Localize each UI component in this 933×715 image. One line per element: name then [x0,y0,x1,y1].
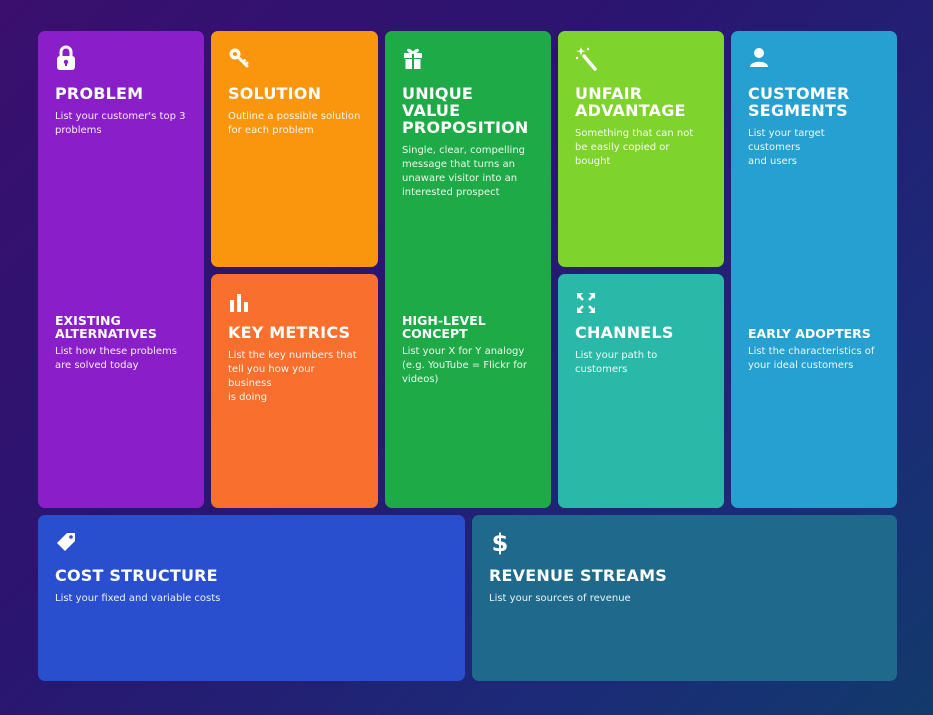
customer-segments-description: List your target customers and users [748,128,825,167]
cost-structure-description: List your fixed and variable costs [55,593,221,604]
key-icon [229,48,249,68]
channels-description: List your path to customers [575,350,658,375]
unique-value-proposition-block: UNIQUE VALUE PROPOSITION Single, clear, … [385,31,551,508]
cost-structure-title: COST STRUCTURE [55,566,218,585]
cost-structure-block: COST STRUCTURE List your fixed and varia… [38,515,465,681]
problem-block: PROBLEM List your customer's top 3 probl… [38,31,204,508]
key-metrics-description: List the key numbers that tell you how y… [228,350,357,403]
channels-block: CHANNELS List your path to customers [558,274,724,508]
high-level-concept-title: HIGH-LEVEL CONCEPT [402,313,486,341]
bar-chart-icon [230,294,248,312]
solution-block: SOLUTION Outline a possible solution for… [211,31,378,267]
lock-icon [57,45,75,70]
expand-arrows-icon [577,293,595,313]
solution-description: Outline a possible solution for each pro… [228,111,361,136]
high-level-concept-description: List your X for Y analogy (e.g. YouTube … [402,346,527,385]
user-icon [750,48,768,67]
uvp-title: UNIQUE VALUE PROPOSITION [402,84,529,137]
key-metrics-title: KEY METRICS [228,323,351,342]
existing-alternatives-section: EXISTING ALTERNATIVES List how these pro… [55,314,192,373]
high-level-concept-section: HIGH-LEVEL CONCEPT List your X for Y ana… [402,314,539,387]
revenue-streams-block: $ REVENUE STREAMS List your sources of r… [472,515,897,681]
existing-alternatives-title: EXISTING ALTERNATIVES [55,313,157,341]
early-adopters-title: EARLY ADOPTERS [748,326,871,341]
revenue-streams-description: List your sources of revenue [489,593,631,604]
magic-wand-icon [575,47,597,71]
revenue-streams-title: REVENUE STREAMS [489,566,667,585]
unfair-advantage-block: UNFAIR ADVANTAGE Something that can not … [558,31,724,267]
uvp-description: Single, clear, compelling message that t… [402,145,526,198]
existing-alternatives-description: List how these problems are solved today [55,346,178,371]
customer-segments-block: CUSTOMER SEGMENTS List your target custo… [731,31,897,508]
svg-text:$: $ [492,529,509,555]
early-adopters-section: EARLY ADOPTERS List the characteristics … [748,327,885,373]
unfair-advantage-title: UNFAIR ADVANTAGE [575,84,686,120]
price-tag-icon [57,533,75,551]
early-adopters-description: List the characteristics of your ideal c… [748,346,875,371]
channels-title: CHANNELS [575,323,674,342]
key-metrics-block: KEY METRICS List the key numbers that te… [211,274,378,508]
dollar-icon: $ [492,529,509,555]
unfair-advantage-description: Something that can not be easily copied … [575,128,694,167]
customer-segments-title: CUSTOMER SEGMENTS [748,84,850,120]
gift-icon [404,48,422,69]
solution-title: SOLUTION [228,84,322,103]
problem-title: PROBLEM [55,84,144,103]
problem-description: List your customer's top 3 problems [55,111,186,136]
